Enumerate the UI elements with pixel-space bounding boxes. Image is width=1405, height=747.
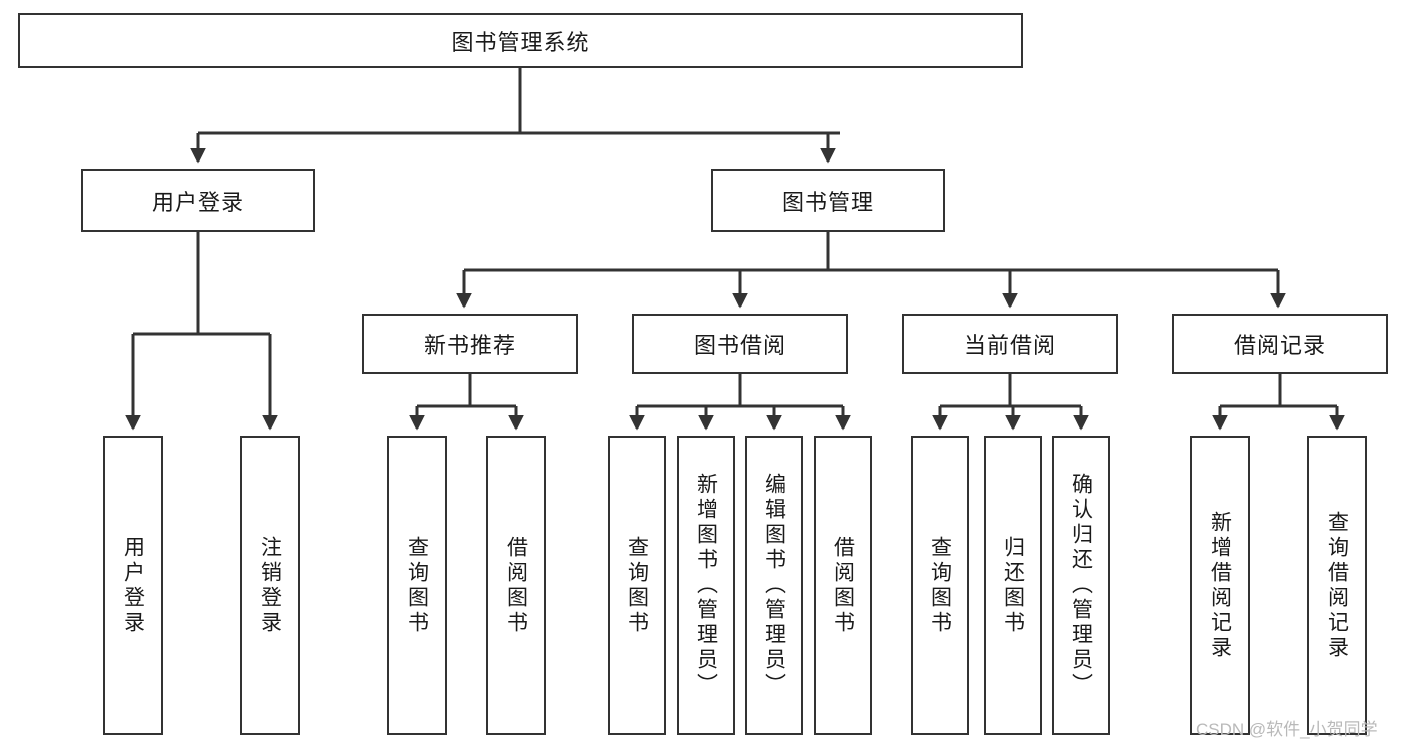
leaf-return-book[interactable]: 归还图书: [984, 436, 1042, 735]
leaf-query-book-newbook[interactable]: 查询图书: [387, 436, 447, 735]
leaf-borrow-book-newbook[interactable]: 借阅图书: [486, 436, 546, 735]
node-book-borrow[interactable]: 图书借阅: [632, 314, 848, 374]
leaf-query-book-current[interactable]: 查询图书: [911, 436, 969, 735]
leaf-add-book-admin[interactable]: 新增图书（管理员）: [677, 436, 735, 735]
leaf-edit-book-admin[interactable]: 编辑图书（管理员）: [745, 436, 803, 735]
leaf-query-book-borrow[interactable]: 查询图书: [608, 436, 666, 735]
csdn-watermark: CSDN @软件_小贺同学: [1196, 720, 1378, 739]
node-borrow-record[interactable]: 借阅记录: [1172, 314, 1388, 374]
node-book-management[interactable]: 图书管理: [711, 169, 945, 232]
node-new-book-recommend[interactable]: 新书推荐: [362, 314, 578, 374]
leaf-user-login[interactable]: 用户登录: [103, 436, 163, 735]
node-root[interactable]: 图书管理系统: [18, 13, 1023, 68]
node-user-login[interactable]: 用户登录: [81, 169, 315, 232]
leaf-add-borrow-record[interactable]: 新增借阅记录: [1190, 436, 1250, 735]
leaf-logout[interactable]: 注销登录: [240, 436, 300, 735]
leaf-borrow-book[interactable]: 借阅图书: [814, 436, 872, 735]
leaf-confirm-return-admin[interactable]: 确认归还（管理员）: [1052, 436, 1110, 735]
node-current-borrow[interactable]: 当前借阅: [902, 314, 1118, 374]
leaf-query-borrow-record[interactable]: 查询借阅记录: [1307, 436, 1367, 735]
